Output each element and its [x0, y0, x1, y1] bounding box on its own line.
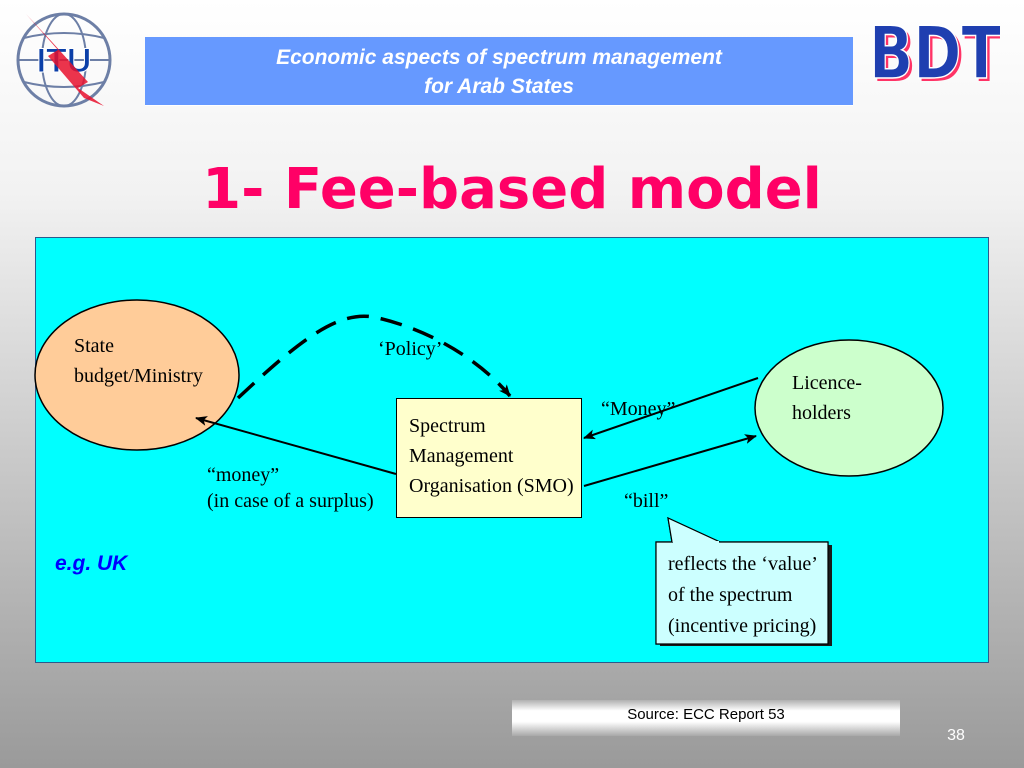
bill-arrow — [583, 434, 757, 487]
header-line-1: Economic aspects of spectrum management — [276, 46, 722, 69]
smo-label-line-1: Spectrum — [409, 415, 486, 437]
money-surplus-arrow — [195, 416, 397, 475]
money-surplus-label: “money” (in case of a surplus) — [207, 462, 374, 514]
money-surplus-line-1: “money” — [207, 464, 280, 486]
state-label-line-1: State — [74, 335, 114, 357]
bdt-logo-text: BDT — [870, 18, 1000, 96]
policy-arrow — [236, 314, 512, 400]
money-surplus-line-2: (in case of a surplus) — [207, 490, 374, 512]
licence-holders-label: Licence- holders — [792, 368, 862, 428]
money-label: “Money” — [601, 398, 676, 420]
bdt-logo-icon: BDT BDT — [870, 18, 1000, 98]
smo-label-line-2: Management — [409, 445, 514, 467]
bill-label: “bill” — [624, 490, 669, 512]
slide-title: 1- Fee-based model — [202, 157, 822, 222]
callout-text: reflects the ‘value’ of the spectrum (in… — [668, 549, 818, 642]
money-arrow — [583, 377, 759, 440]
state-label-line-2: budget/Ministry — [74, 365, 203, 387]
licence-holders-node — [754, 339, 944, 477]
page-number: 38 — [947, 727, 965, 744]
smo-node: Spectrum Management Organisation (SMO) — [396, 398, 582, 518]
state-budget-node — [34, 299, 240, 451]
header-line-2: for Arab States — [424, 75, 574, 98]
callout-line-3: (incentive pricing) — [668, 615, 817, 637]
licence-label-line-1: Licence- — [792, 372, 862, 394]
callout-line-1: reflects the ‘value’ — [668, 553, 818, 575]
policy-label: ‘Policy’ — [378, 338, 443, 360]
bdt-logo-shadow: BDT — [872, 18, 1000, 98]
source-caption: Source: ECC Report 53 — [512, 700, 900, 736]
example-label: e.g. UK — [55, 552, 128, 575]
state-budget-label: State budget/Ministry — [74, 331, 203, 391]
callout-line-2: of the spectrum — [668, 584, 793, 606]
smo-label-line-3: Organisation (SMO) — [409, 475, 574, 497]
licence-label-line-2: holders — [792, 402, 851, 424]
itu-logo-icon: ITU — [16, 12, 112, 108]
header-banner: Economic aspects of spectrum management … — [145, 37, 853, 106]
